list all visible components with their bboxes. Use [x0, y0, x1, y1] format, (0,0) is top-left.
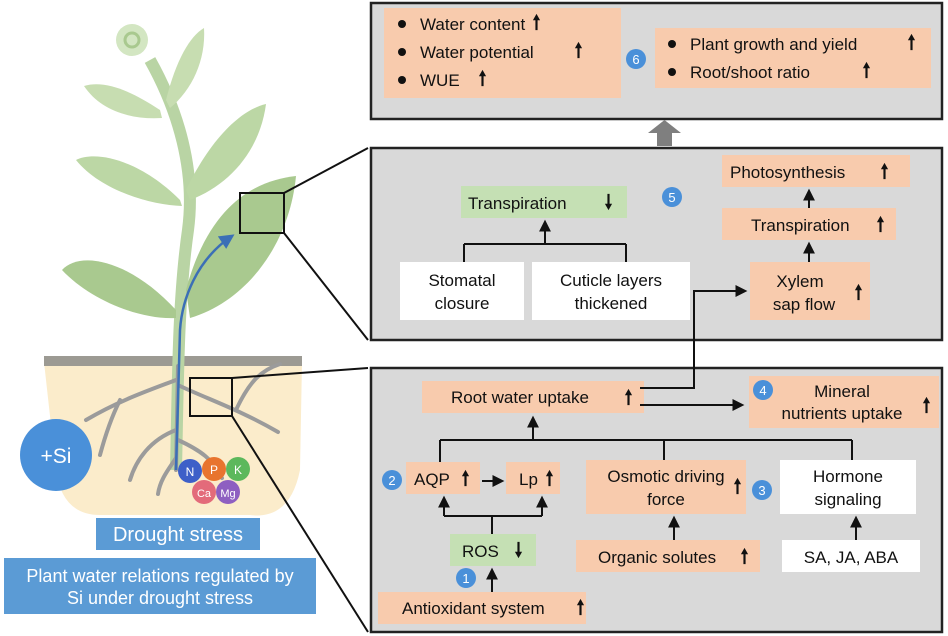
- xylem-flow-line: [174, 234, 235, 471]
- leaf-right-mid: [186, 104, 266, 200]
- organic-solutes-label: Organic solutes: [598, 548, 716, 567]
- bullet-3: [398, 76, 406, 84]
- badge-3-label: 3: [758, 483, 765, 498]
- caption-line-1: Plant water relations regulated by: [26, 566, 293, 586]
- badge-4-dot: [753, 380, 773, 400]
- antioxidant-label: Antioxidant system: [402, 599, 545, 618]
- hormones-box: [782, 540, 920, 572]
- ros-box: [450, 534, 536, 566]
- transpiration-up-box: [722, 208, 896, 240]
- photosynthesis-box: [722, 155, 910, 187]
- top-panel: Water content Water potential WUE 6 Plan…: [369, 1, 944, 121]
- si-label: +Si: [41, 445, 72, 468]
- nutrient-ca: Ca: [197, 488, 212, 500]
- mineral-box: [749, 376, 939, 428]
- nutrient-n: N: [186, 465, 195, 479]
- nutrient-mg: Mg: [220, 488, 235, 500]
- bullet-2: [398, 48, 406, 56]
- nutrient-cluster: N P K Ca Mg: [178, 457, 250, 504]
- caption-line-2: Si under drought stress: [67, 588, 253, 608]
- water-potential-label: Water potential: [420, 43, 534, 62]
- stomatal-line-2: closure: [435, 294, 490, 313]
- nutrient-p: P: [210, 463, 218, 477]
- transpiration-down-box: [461, 186, 627, 218]
- leaf-left-top: [84, 84, 162, 119]
- cuticle-box: [532, 262, 690, 320]
- plant-bud: [116, 24, 148, 56]
- mineral-line-2: nutrients uptake: [782, 404, 903, 423]
- leaf-right-top: [166, 28, 205, 108]
- nutrient-k: K: [234, 463, 242, 477]
- transpiration-down-label: Transpiration: [468, 194, 567, 213]
- leaf-right-lower: [186, 176, 296, 318]
- organic-solutes-box: [576, 540, 760, 572]
- leaf-left-mid: [76, 156, 182, 206]
- osmotic-line-2: force: [647, 490, 685, 509]
- badge-5: [662, 187, 682, 207]
- leaf-zoom-square: [239, 192, 285, 234]
- transpiration-up-label: Transpiration: [751, 216, 850, 235]
- panel-link-arrow-icon: [648, 120, 681, 146]
- leaf-panel: Transpiration Stomatal closure Cuticle l…: [369, 146, 944, 342]
- cuticle-line-2: thickened: [575, 294, 648, 313]
- root-water-uptake-label: Root water uptake: [451, 388, 589, 407]
- badge-4-text: 4: [759, 383, 766, 398]
- caption-box: [4, 558, 316, 614]
- bud-swirl: [123, 31, 141, 49]
- xylem-box: [750, 262, 870, 320]
- plant-illustration: +Si N P K Ca Mg Drought stress Plant wat…: [4, 24, 369, 633]
- osmotic-box: [586, 460, 746, 514]
- si-circle: [20, 419, 92, 491]
- bullet-4: [668, 40, 676, 48]
- root-zoom-square: [189, 377, 233, 417]
- lp-label: Lp: [519, 470, 538, 489]
- drought-label-box: [96, 518, 260, 550]
- leaf-zoom-line-bottom: [283, 232, 369, 341]
- aqp-label: AQP: [414, 470, 450, 489]
- root-water-uptake-box: [422, 381, 644, 413]
- ros-label: ROS: [462, 542, 499, 561]
- growth-yield-label: Plant growth and yield: [690, 35, 857, 54]
- water-content-label: Water content: [420, 15, 525, 34]
- cuticle-line-1: Cuticle layers: [560, 271, 662, 290]
- wue-label: WUE: [420, 71, 460, 90]
- badge-3: [752, 480, 772, 500]
- badge-2: [382, 470, 402, 490]
- leaf-zoom-line-top: [283, 147, 369, 194]
- stomatal-line-1: Stomatal: [428, 271, 495, 290]
- antioxidant-box: [378, 592, 586, 624]
- badge-6-label: 6: [632, 52, 639, 67]
- stomatal-box: [400, 262, 524, 320]
- connector-uptake-to-xylem: [640, 285, 748, 389]
- badge-5-label: 5: [668, 190, 675, 205]
- photosynthesis-label: Photosynthesis: [730, 163, 845, 182]
- badge-2-label: 2: [388, 473, 395, 488]
- xylem-line-1: Xylem: [776, 272, 823, 291]
- badge-6: [626, 49, 646, 69]
- hormone-line-1: Hormone: [813, 467, 883, 486]
- hormones-label: SA, JA, ABA: [804, 548, 899, 567]
- leaf-left-lower: [62, 260, 176, 319]
- hormone-line-2: signaling: [814, 490, 881, 509]
- mineral-line-1: Mineral: [814, 382, 870, 401]
- bullet-5: [668, 68, 676, 76]
- lp-box: [506, 462, 560, 494]
- osmotic-line-1: Osmotic driving: [607, 467, 724, 486]
- root-panel: Root water uptake 4 4 Mineral nutrients …: [369, 285, 944, 634]
- hormone-box: [780, 460, 916, 514]
- badge-1-label: 1: [462, 571, 469, 586]
- root-shoot-label: Root/shoot ratio: [690, 63, 810, 82]
- xylem-line-2: sap flow: [773, 295, 836, 314]
- root-zoom-line-top: [231, 367, 369, 379]
- badge-1: [456, 568, 476, 588]
- aqp-box: [406, 462, 480, 494]
- bullet-1: [398, 20, 406, 28]
- water-status-box: [384, 8, 621, 98]
- growth-box: [655, 28, 931, 88]
- root-zoom-line-bottom: [231, 415, 369, 633]
- drought-label: Drought stress: [113, 524, 243, 546]
